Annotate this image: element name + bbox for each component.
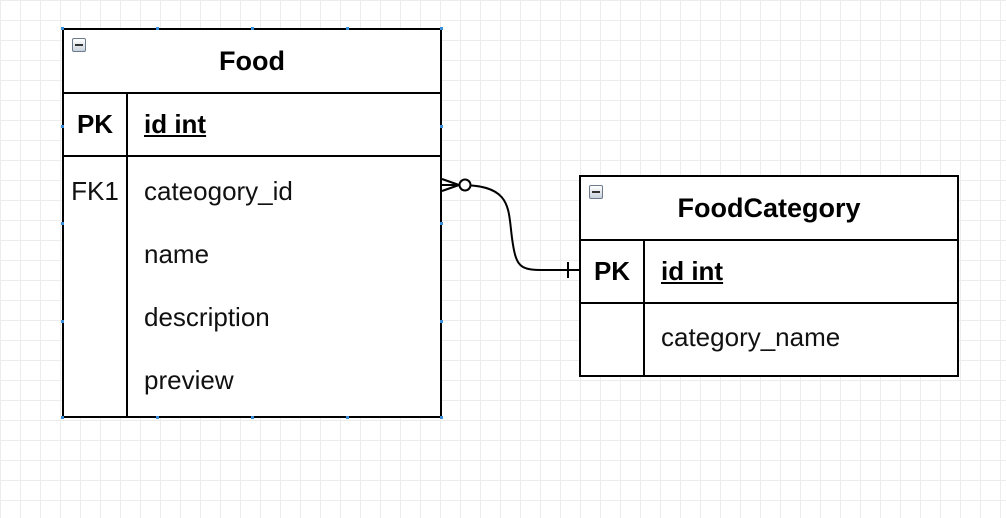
selection-handle[interactable] <box>440 125 443 128</box>
selection-handle[interactable] <box>440 416 443 419</box>
pk-field: id int <box>144 109 207 139</box>
selection-handle[interactable] <box>156 27 159 30</box>
entity-title: Food <box>219 45 285 76</box>
field-category-name[interactable]: category_name <box>661 322 841 352</box>
selection-handle[interactable] <box>156 416 159 419</box>
pk-label: PK <box>581 241 645 302</box>
selection-handle[interactable] <box>251 416 254 419</box>
food-entity-header[interactable]: Food <box>64 30 440 94</box>
selection-handle[interactable] <box>61 27 64 30</box>
selection-handle[interactable] <box>440 320 443 323</box>
selection-handle[interactable] <box>61 416 64 419</box>
collapse-icon[interactable] <box>589 185 603 199</box>
selection-handle[interactable] <box>440 222 443 225</box>
attribute-rows: FK1 cateogory_id name description previe… <box>64 157 440 416</box>
pk-field: id int <box>661 256 724 286</box>
selection-handle[interactable] <box>346 27 349 30</box>
selection-handle[interactable] <box>346 416 349 419</box>
selection-handle[interactable] <box>61 320 64 323</box>
primary-key-row[interactable]: PK id int <box>64 94 440 157</box>
field-description[interactable]: description <box>144 302 270 332</box>
field-cateogory-id[interactable]: cateogory_id <box>144 176 293 206</box>
selection-handle[interactable] <box>251 27 254 30</box>
food-entity[interactable]: Food PK id int FK1 cateogory_id name des… <box>62 28 442 418</box>
key-column: FK1 <box>64 157 128 416</box>
primary-key-row[interactable]: PK id int <box>581 241 957 304</box>
selection-handle[interactable] <box>440 27 443 30</box>
selection-handle[interactable] <box>61 125 64 128</box>
field-list: cateogory_id name description preview <box>128 157 293 416</box>
foodcategory-entity[interactable]: FoodCategory PK id int category_name <box>579 175 959 377</box>
attribute-rows: category_name <box>581 304 957 375</box>
pk-label: PK <box>64 94 128 155</box>
entity-title: FoodCategory <box>677 192 861 223</box>
selection-handle[interactable] <box>61 222 64 225</box>
field-preview[interactable]: preview <box>144 365 234 395</box>
field-list: category_name <box>645 304 840 375</box>
field-name[interactable]: name <box>144 239 210 269</box>
zero-or-many-marker <box>441 178 472 192</box>
fk-label: FK1 <box>71 176 119 206</box>
collapse-icon[interactable] <box>72 38 86 52</box>
relationship-line <box>442 184 579 271</box>
key-column <box>581 304 645 375</box>
foodcategory-entity-header[interactable]: FoodCategory <box>581 177 957 241</box>
